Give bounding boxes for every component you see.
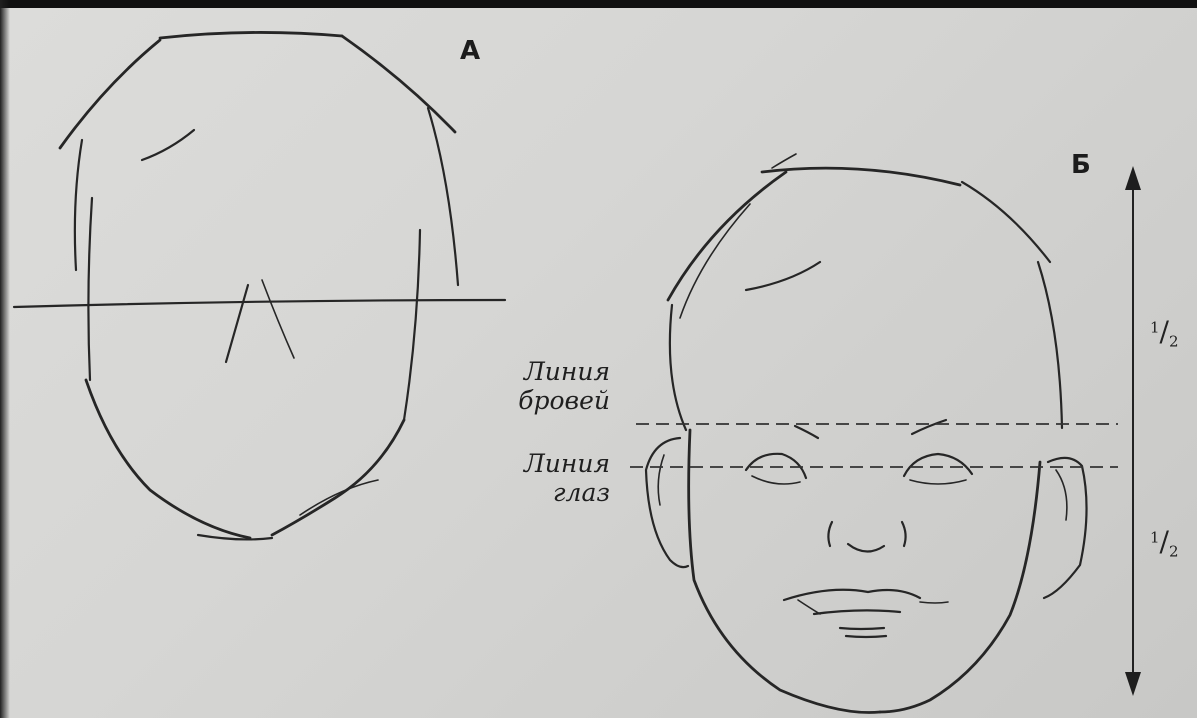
head-a-upper-left-stroke [60,40,160,148]
nose-tip [848,544,884,552]
head-b-left-cheek-stroke [689,430,880,713]
head-a-lower-right-stroke [272,420,404,535]
right-eye-upper-lid [904,454,972,476]
brow-caption-line1: Линия [470,358,610,387]
head-a-nose-left-stroke [226,285,248,362]
arrow-head-down [1125,672,1141,696]
figure-a-label: А [460,38,480,64]
head-b-right-forehead-stroke [962,182,1050,262]
eye-caption-line1: Линия [470,450,610,479]
head-b-left-forehead-accent [680,204,750,318]
mouth-corner-right [920,602,948,603]
head-a-nose-right-stroke [262,280,294,358]
head-b-left-temple-stroke [670,305,686,430]
right-ear-accent [1056,470,1067,520]
mouth-corner-left [798,600,820,614]
lower-lip-stroke-1 [840,628,884,629]
lower-fraction-slash: / [1160,525,1169,558]
upper-fraction-numerator: 1 [1150,319,1160,337]
left-eye-upper-lid [746,454,806,478]
head-b-right-cheek-stroke [880,462,1040,712]
upper-lip-stroke [784,590,920,600]
left-brow-stroke [795,426,818,438]
lower-half-fraction: 1/2 [1150,528,1179,559]
head-a-upper-right-stroke [342,36,455,132]
lower-fraction-numerator: 1 [1150,529,1160,547]
upper-fraction-denominator: 2 [1169,332,1179,350]
height-measure-arrow [1125,166,1141,696]
head-b-crown-accent [772,154,796,168]
right-ear-stroke [1044,458,1087,598]
head-a-brow-stroke [142,130,194,160]
head-a-left-side-stroke [75,140,82,270]
eye-line-caption: Линия глаз [470,450,610,508]
lower-lip-stroke-2 [846,636,886,637]
head-a-lower-left-stroke [86,380,250,538]
upper-fraction-slash: / [1160,315,1169,348]
nose-right-nostril [902,522,906,546]
head-b-hair-wisp [746,262,820,290]
head-a-jaw-accent [300,480,378,515]
right-eye-lower-lid [910,480,966,484]
right-brow-stroke [912,420,946,434]
brow-caption-line2: бровей [470,387,610,416]
figure-b-face-sketch [646,154,1087,713]
head-a-right-side-stroke [428,108,458,285]
eye-caption-line2: глаз [470,479,610,508]
head-a-left-side-stroke-2 [88,198,92,380]
figure-a-head-sketch [14,32,505,539]
head-b-crown-stroke [762,168,960,185]
nose-left-nostril [828,522,832,546]
head-b-left-forehead-stroke [668,172,786,300]
head-a-top-stroke [160,32,342,38]
head-b-right-temple-stroke [1038,262,1062,428]
left-ear-stroke [646,438,688,567]
mouth-line-stroke [814,610,900,614]
left-ear-accent [658,455,664,505]
arrow-head-up [1125,166,1141,190]
upper-half-fraction: 1/2 [1150,318,1179,349]
lower-fraction-denominator: 2 [1169,542,1179,560]
head-a-right-lower-stroke [404,230,420,420]
left-eye-lower-lid [752,476,800,484]
brow-line-caption: Линия бровей [470,358,610,416]
figure-b-label: Б [1071,152,1091,178]
